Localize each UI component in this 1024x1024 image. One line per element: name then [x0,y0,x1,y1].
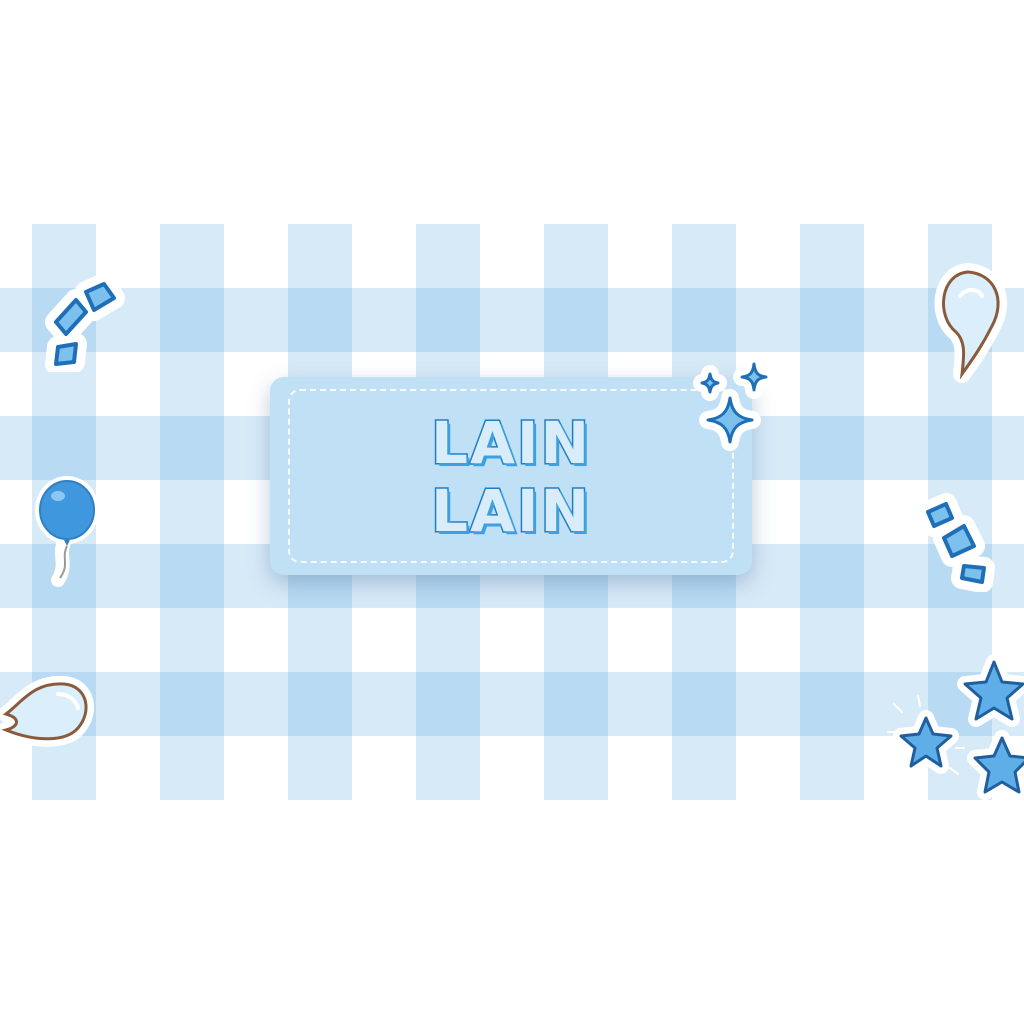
title-line-1: LAIN [430,408,591,479]
title-line-2: LAIN [430,476,591,547]
sparkle-stars-icon [693,355,775,451]
stars-icon [887,654,1024,800]
sparkle-dashes-icon [918,493,995,592]
sparkle-dashes-icon [45,273,125,372]
title-card: LAIN LAIN [270,377,752,575]
droplet-icon [0,675,94,747]
droplet-icon [934,263,1008,383]
card-dashed-border [288,389,734,563]
balloon-icon [35,476,99,587]
